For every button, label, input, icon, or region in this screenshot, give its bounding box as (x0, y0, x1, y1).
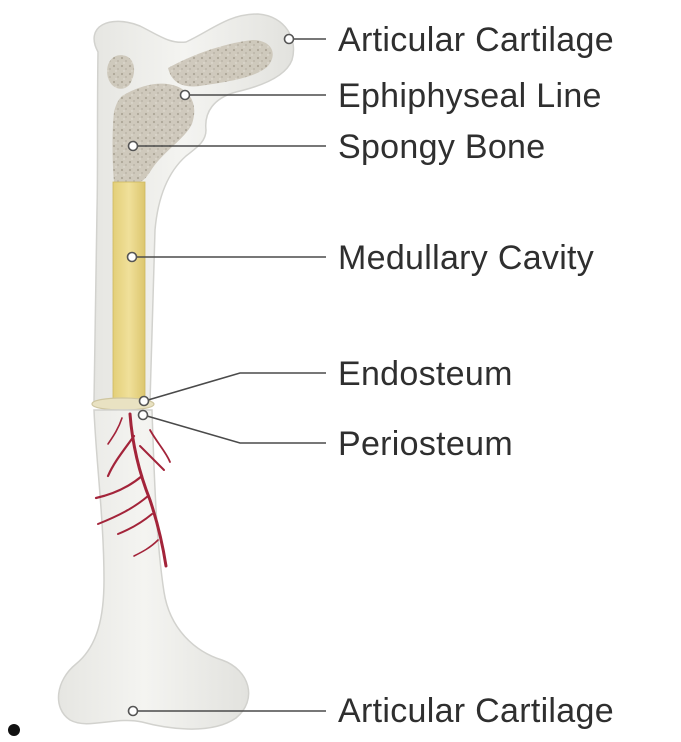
leader-periosteum (147, 416, 326, 443)
bullet-dot (8, 724, 20, 736)
anchor-spongy-bone (129, 142, 138, 151)
anchor-medullary-cavity (128, 253, 137, 262)
label-spongy-bone: Spongy Bone (338, 128, 545, 166)
lower-bone-outline (59, 410, 249, 729)
labels: Articular Cartilage Ephiphyseal Line Spo… (338, 21, 614, 730)
anchor-articular-cartilage-top (285, 35, 294, 44)
medullary-cavity (113, 182, 145, 404)
upper-bone (92, 14, 294, 410)
spongy-bone-trochanter (107, 55, 134, 89)
lower-bone (59, 410, 249, 729)
leader-endosteum (148, 373, 326, 400)
anchor-endosteum (140, 397, 149, 406)
anchor-articular-cartilage-bottom (129, 707, 138, 716)
label-articular-cartilage-top: Articular Cartilage (338, 21, 614, 59)
label-articular-cartilage-bottom: Articular Cartilage (338, 692, 614, 730)
anchor-epiphyseal-line (181, 91, 190, 100)
label-epiphyseal-line: Ephiphyseal Line (338, 77, 602, 115)
anchor-periosteum (139, 411, 148, 420)
label-periosteum: Periosteum (338, 425, 513, 463)
label-endosteum: Endosteum (338, 355, 513, 393)
label-medullary-cavity: Medullary Cavity (338, 239, 594, 277)
